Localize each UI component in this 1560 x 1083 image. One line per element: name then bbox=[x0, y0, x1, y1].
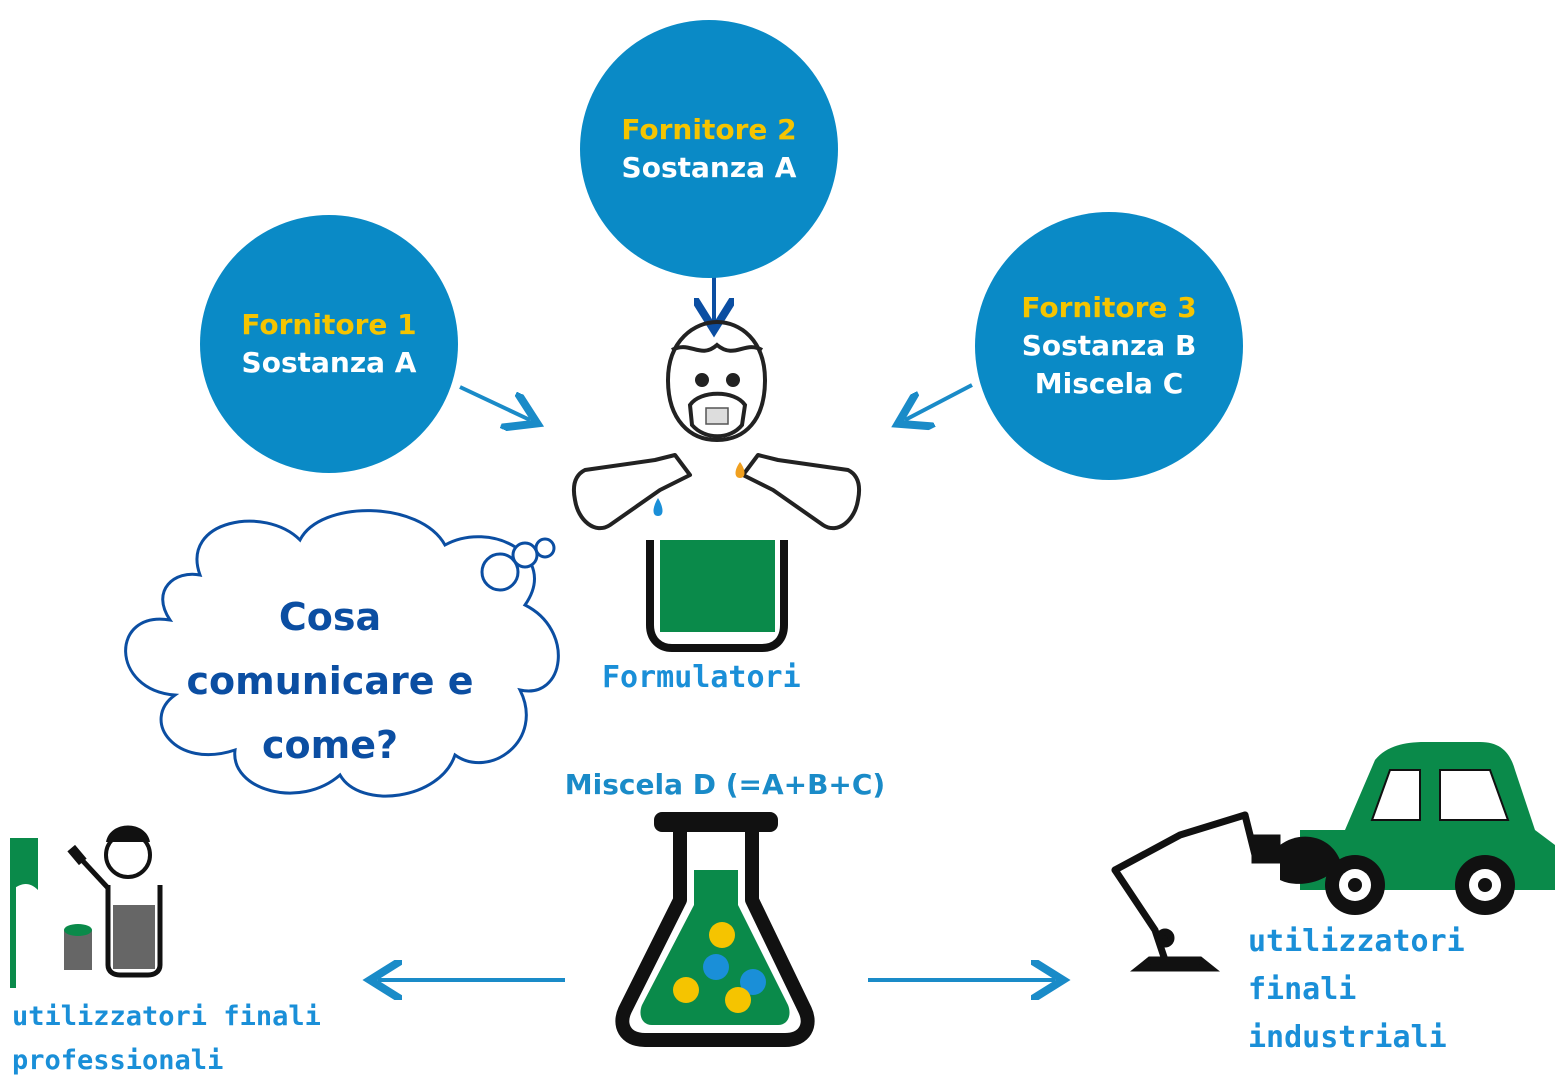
industrial-users-line-1: utilizzatori finali bbox=[1248, 924, 1465, 1007]
thought-line-1: Cosa bbox=[278, 595, 382, 639]
flask-icon bbox=[615, 812, 815, 1047]
car-icon bbox=[1280, 742, 1555, 915]
supplier-2-circle: Fornitore 2 Sostanza A bbox=[580, 20, 838, 278]
drop-orange-icon bbox=[735, 462, 745, 478]
worker-mask-icon bbox=[665, 319, 768, 443]
painter-icon bbox=[10, 825, 163, 988]
supplier-3-name: Fornitore 3 bbox=[1021, 291, 1197, 324]
bottle-icon bbox=[571, 453, 862, 531]
thought-line-3: come? bbox=[261, 723, 399, 767]
thought-bubble-text: Cosa comunicare e come? bbox=[140, 585, 520, 777]
robot-arm-icon bbox=[1111, 811, 1281, 972]
supplier-3-item-2: Miscela C bbox=[1034, 367, 1184, 400]
industrial-users-line-2: industriali bbox=[1248, 1020, 1447, 1055]
arrow-supplier-3 bbox=[905, 383, 973, 420]
beaker-icon bbox=[646, 540, 788, 652]
supplier-1-name: Fornitore 1 bbox=[241, 308, 417, 341]
supplier-3-circle: Fornitore 3 Sostanza B Miscela C bbox=[975, 212, 1243, 480]
thought-line-2: comunicare e bbox=[186, 659, 474, 703]
formulators-label: Formulatori bbox=[602, 660, 801, 695]
arrow-supplier-1 bbox=[459, 385, 530, 420]
supplier-2-item-1: Sostanza A bbox=[621, 151, 797, 184]
professional-users-line-2: professionali bbox=[12, 1045, 224, 1076]
mixture-label: Miscela D (=A+B+C) bbox=[564, 768, 886, 801]
industrial-users-label: utilizzatori finali industriali bbox=[1248, 918, 1560, 1062]
supplier-1-item-1: Sostanza A bbox=[241, 346, 417, 379]
drop-blue-icon bbox=[653, 498, 663, 516]
supplier-3-item-1: Sostanza B bbox=[1021, 329, 1197, 362]
supplier-1-circle: Fornitore 1 Sostanza A bbox=[200, 215, 458, 473]
supplier-2-name: Fornitore 2 bbox=[621, 113, 797, 146]
professional-users-label: utilizzatori finali professionali bbox=[12, 995, 321, 1083]
thought-cloud bbox=[124, 509, 560, 798]
professional-users-line-1: utilizzatori finali bbox=[12, 1001, 321, 1032]
